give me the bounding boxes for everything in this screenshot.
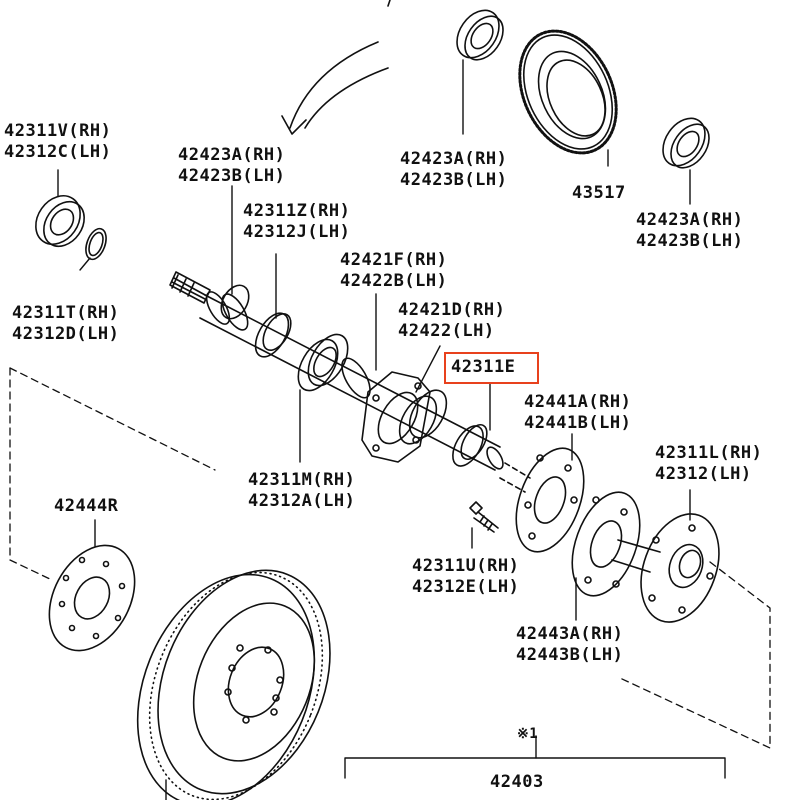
label-42311T: 42311T(RH) 42312D(LH) — [12, 303, 120, 344]
highlighted-part-box[interactable] — [444, 352, 539, 384]
inner-bearing — [398, 389, 448, 445]
snap-ring — [85, 227, 107, 261]
plate — [571, 491, 641, 597]
label-42423A-top: 42423A(RH) 42423B(LH) — [400, 149, 508, 190]
label-42311Z: 42311Z(RH) 42312J(LH) — [243, 201, 351, 242]
axle-hub — [611, 513, 720, 623]
label-42403: 42403 — [490, 772, 544, 792]
label-42444R: 42444R — [54, 496, 119, 516]
sensor-rotor — [518, 29, 618, 155]
drum-gasket — [48, 544, 136, 652]
label-42441A: 42441A(RH) 42441B(LH) — [524, 392, 632, 433]
leader-lines — [57, 59, 726, 800]
label-42421D: 42421D(RH) 42422(LH) — [398, 300, 506, 341]
label-42311M: 42311M(RH) 42312A(LH) — [248, 470, 356, 511]
label-42421F: 42421F(RH) 42422B(LH) — [340, 250, 448, 291]
label-42311E: 42311E — [451, 357, 516, 377]
hub-bolt — [469, 501, 499, 533]
curved-arrow-icon — [281, 41, 389, 135]
retainer-ring-e — [452, 424, 488, 467]
collar — [220, 284, 250, 320]
top-edge-tick — [387, 0, 391, 7]
label-43517: 43517 — [572, 183, 626, 203]
retainer-ring — [254, 312, 292, 358]
oil-seal-left — [35, 195, 85, 248]
label-42311U: 42311U(RH) 42312E(LH) — [412, 556, 520, 597]
assembly-guide-lines — [9, 367, 771, 749]
brake-drum — [136, 569, 331, 800]
label-42443A: 42443A(RH) 42443B(LH) — [516, 624, 624, 665]
oil-seal-top — [456, 9, 504, 61]
bearing — [297, 333, 349, 392]
label-42311V: 42311V(RH) 42312C(LH) — [4, 121, 112, 162]
label-42423A-shaft: 42423A(RH) 42423B(LH) — [178, 145, 286, 186]
note-mark: ※1 — [517, 726, 539, 742]
label-42311L: 42311L(RH) 42312(LH) — [655, 443, 763, 484]
label-42423A-right: 42423A(RH) 42423B(LH) — [636, 210, 744, 251]
oil-seal-right — [662, 117, 710, 169]
gasket — [515, 447, 585, 553]
